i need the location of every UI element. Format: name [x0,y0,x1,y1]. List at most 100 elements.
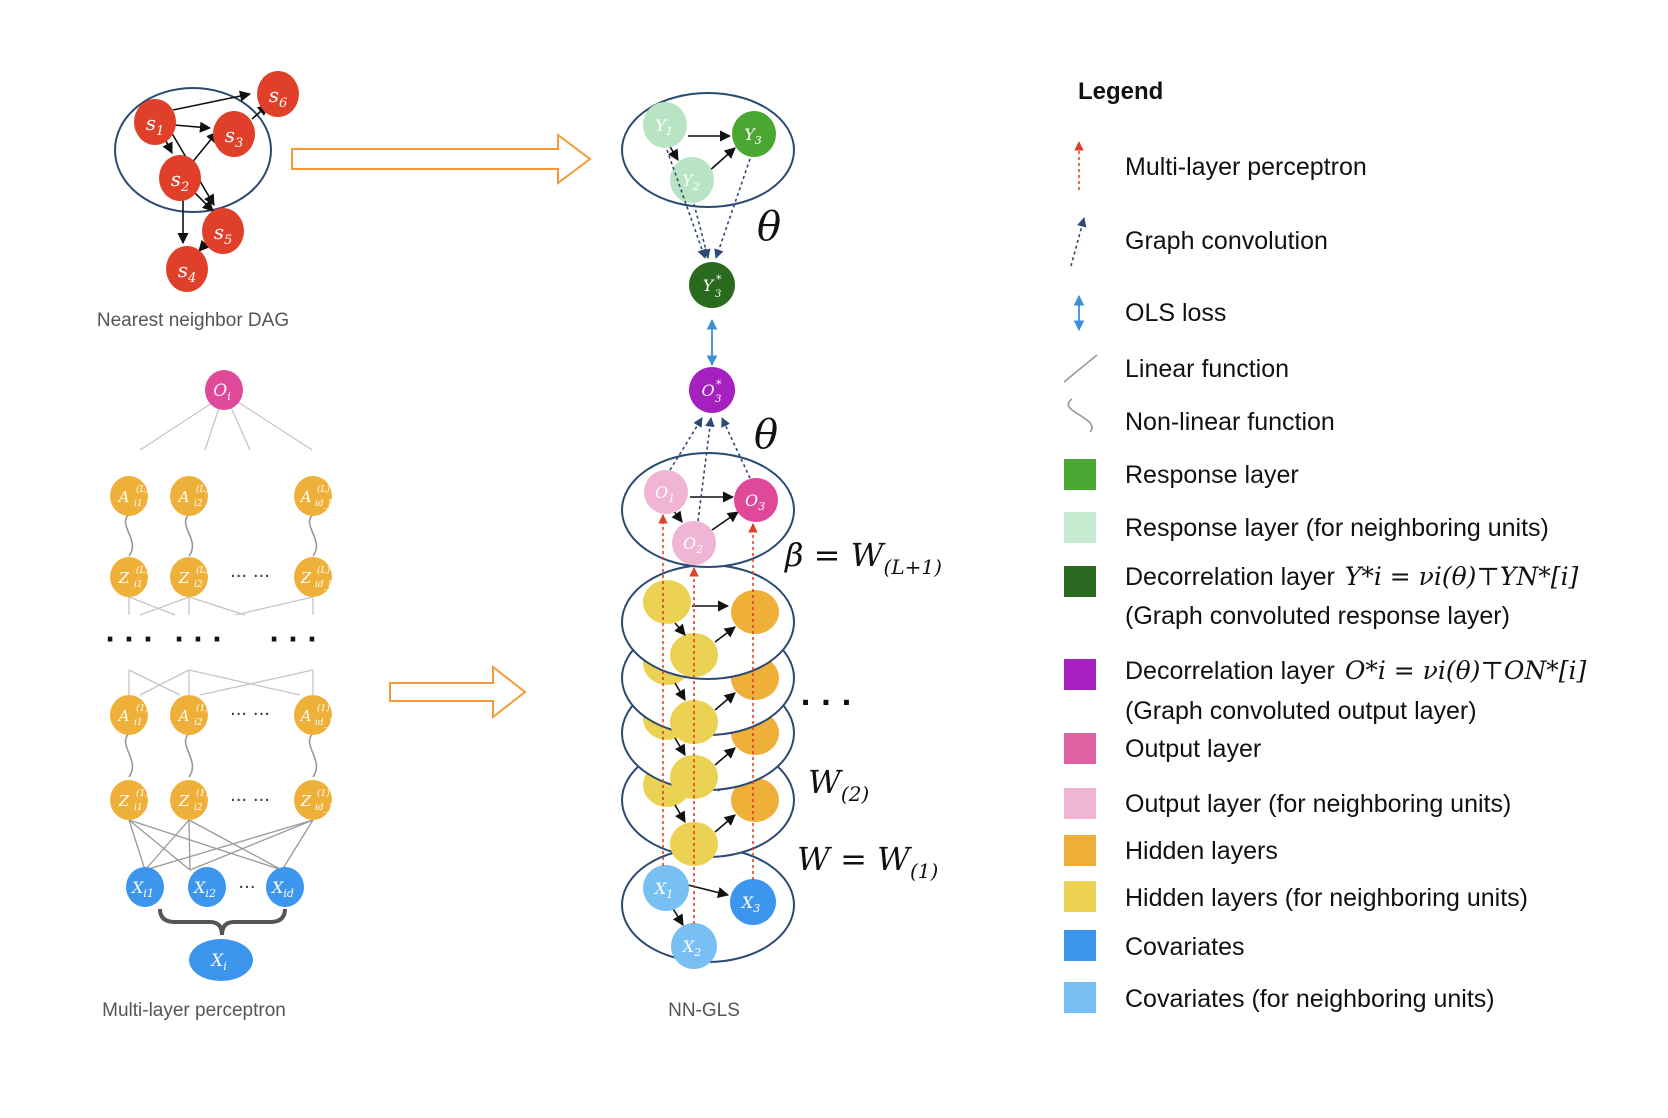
svg-text:(1): (1) [317,788,330,799]
svg-text:i1: i1 [134,718,143,728]
nngls-mlp-arrows [658,514,758,924]
legend-label-decorrelation-y-sub: (Graph convoluted response layer) [1125,602,1510,630]
svg-text:Y2: Y2 [682,171,700,193]
svg-text:i1: i1 [134,803,143,813]
nngls-theta-top: θ [757,204,781,250]
dag-node-s1: s1 [134,99,176,145]
nngls-theta-bottom: θ [754,412,778,458]
mlp-node-z-top-2: Z(L)i2 [170,557,209,597]
mlp-input-connections [128,819,314,871]
svg-text:O1: O1 [655,483,675,505]
blue-dotted-arrow-icon [1070,217,1087,267]
legend-label-graph-conv: Graph convolution [1125,227,1328,255]
mlp-dots-1: · · · [105,625,153,655]
mlp-node-a-top-1: A (L) i1 [110,476,149,516]
legend-swatch-output-neighbor [1064,788,1096,819]
svg-text:i1: i1 [134,499,143,509]
mlp-output-connections [139,401,313,451]
nngls-node-o3: O3 [734,478,778,522]
nearest-neighbor-dag: s1 s2 s3 s4 s5 s6 Nearest neighbor DAG [97,71,299,331]
mlp-ellipsis-z-bottom: ··· ··· [230,790,270,811]
nngls-w2-label: W(2) [808,763,869,806]
mlp-node-output: Oi [205,370,243,410]
legend-swatch-hidden-neighbor [1064,881,1096,912]
nngls-node-y-star: Y*3 [689,262,735,308]
hollow-arrow-top [291,133,592,185]
legend-label-covariates-neighbor: Covariates (for neighboring units) [1125,985,1495,1013]
legend-label-decorrelation-o-sub: (Graph convoluted output layer) [1125,697,1477,725]
svg-text:(1): (1) [136,788,149,799]
svg-text:A: A [299,488,312,506]
svg-text:i1: i1 [134,580,143,590]
nngls-output-layer: O1 O2 O3 [621,452,795,568]
svg-text:X1: X1 [653,879,673,901]
svg-text:(1): (1) [136,703,149,714]
nngls-node-y2: Y2 [670,157,714,203]
svg-text:Z: Z [300,792,312,810]
svg-text:3: 3 [715,289,721,300]
legend-swatch-covariates-neighbor [1064,982,1096,1013]
svg-text:O: O [701,381,714,400]
svg-text:s1: s1 [146,111,165,139]
svg-text:(L): (L) [136,484,149,495]
legend-swatch-hidden [1064,835,1096,866]
legend: Legend Multi-layer perceptron Graph conv… [1063,78,1587,1013]
mlp-node-z-top-1: Z (L) i1 [110,557,149,597]
curve-icon [1067,398,1093,433]
svg-text:A: A [177,488,190,506]
svg-text:Z: Z [118,569,130,587]
mlp-node-a-bottom-1: A (1) i1 [110,695,149,735]
mlp-node-a-bottom-3: A(1)id_1 [294,695,334,735]
mlp-node-x-1: Xi1 [126,867,164,907]
legend-label-output: Output layer [1125,735,1261,763]
nn-gls: Y1 Y2 Y3 θ Y*3 O*3 θ [621,92,942,1021]
svg-text:Y: Y [703,276,715,295]
svg-text:id_1: id_1 [315,718,334,728]
mlp-caption: Multi-layer perceptron [102,1000,286,1021]
nngls-response-edges [668,130,736,173]
nngls-node-x2: X2 [671,923,717,969]
dag-node-s3: s3 [213,111,255,157]
legend-label-mlp: Multi-layer perceptron [1125,153,1367,181]
svg-text:Oi: Oi [213,381,230,403]
svg-text:(L): (L) [196,565,209,576]
svg-text:i2: i2 [194,499,203,509]
svg-text:id_L: id_L [315,499,334,509]
mlp-brace [158,908,287,936]
svg-text:*: * [716,378,722,391]
legend-swatch-response-neighbor [1064,512,1096,543]
mlp-ellipsis-a-bottom: ··· ··· [230,704,270,725]
svg-text:s2: s2 [171,167,190,195]
svg-text:id_L: id_L [315,580,334,590]
nngls-w1-label: W = W(1) [797,840,938,883]
svg-text:Xid: Xid [270,878,294,900]
nngls-node-o1: O1 [644,470,688,514]
mlp-node-z-top-3: Z(L)id_L [294,557,334,597]
nngls-node-o-star: O* 3 [689,367,735,413]
mlp-node-x-3: Xid [266,867,304,907]
svg-text:(L): (L) [136,565,149,576]
mlp-node-a-top-3: A (L) id_L [294,476,334,516]
nngls-node-y1: Y1 [643,102,687,148]
svg-text:s6: s6 [269,83,288,111]
mlp-dots-3: · · · [269,625,317,655]
nngls-vertical-dots: · · · [800,686,851,719]
mlp-ellipsis-x: ··· [238,877,255,898]
svg-text:Xi: Xi [209,951,227,973]
svg-text:A: A [117,488,130,506]
svg-text:A: A [117,707,130,725]
mlp-node-x-2: Xi2 [188,867,226,907]
svg-text:Y3: Y3 [744,125,762,147]
svg-text:(L): (L) [317,484,330,495]
mlp-node-a-bottom-2: A(1)i2 [170,695,209,735]
svg-text:3: 3 [715,394,721,405]
svg-text:i2: i2 [194,803,203,813]
legend-label-ols: OLS loss [1125,299,1226,327]
legend-label-response: Response layer [1125,461,1299,489]
mlp-node-x-all: Xi [189,939,253,981]
svg-text:X3: X3 [740,893,760,915]
legend-swatch-response [1064,459,1096,490]
svg-text:s5: s5 [214,220,233,248]
legend-label-output-neighbor: Output layer (for neighboring units) [1125,790,1511,818]
